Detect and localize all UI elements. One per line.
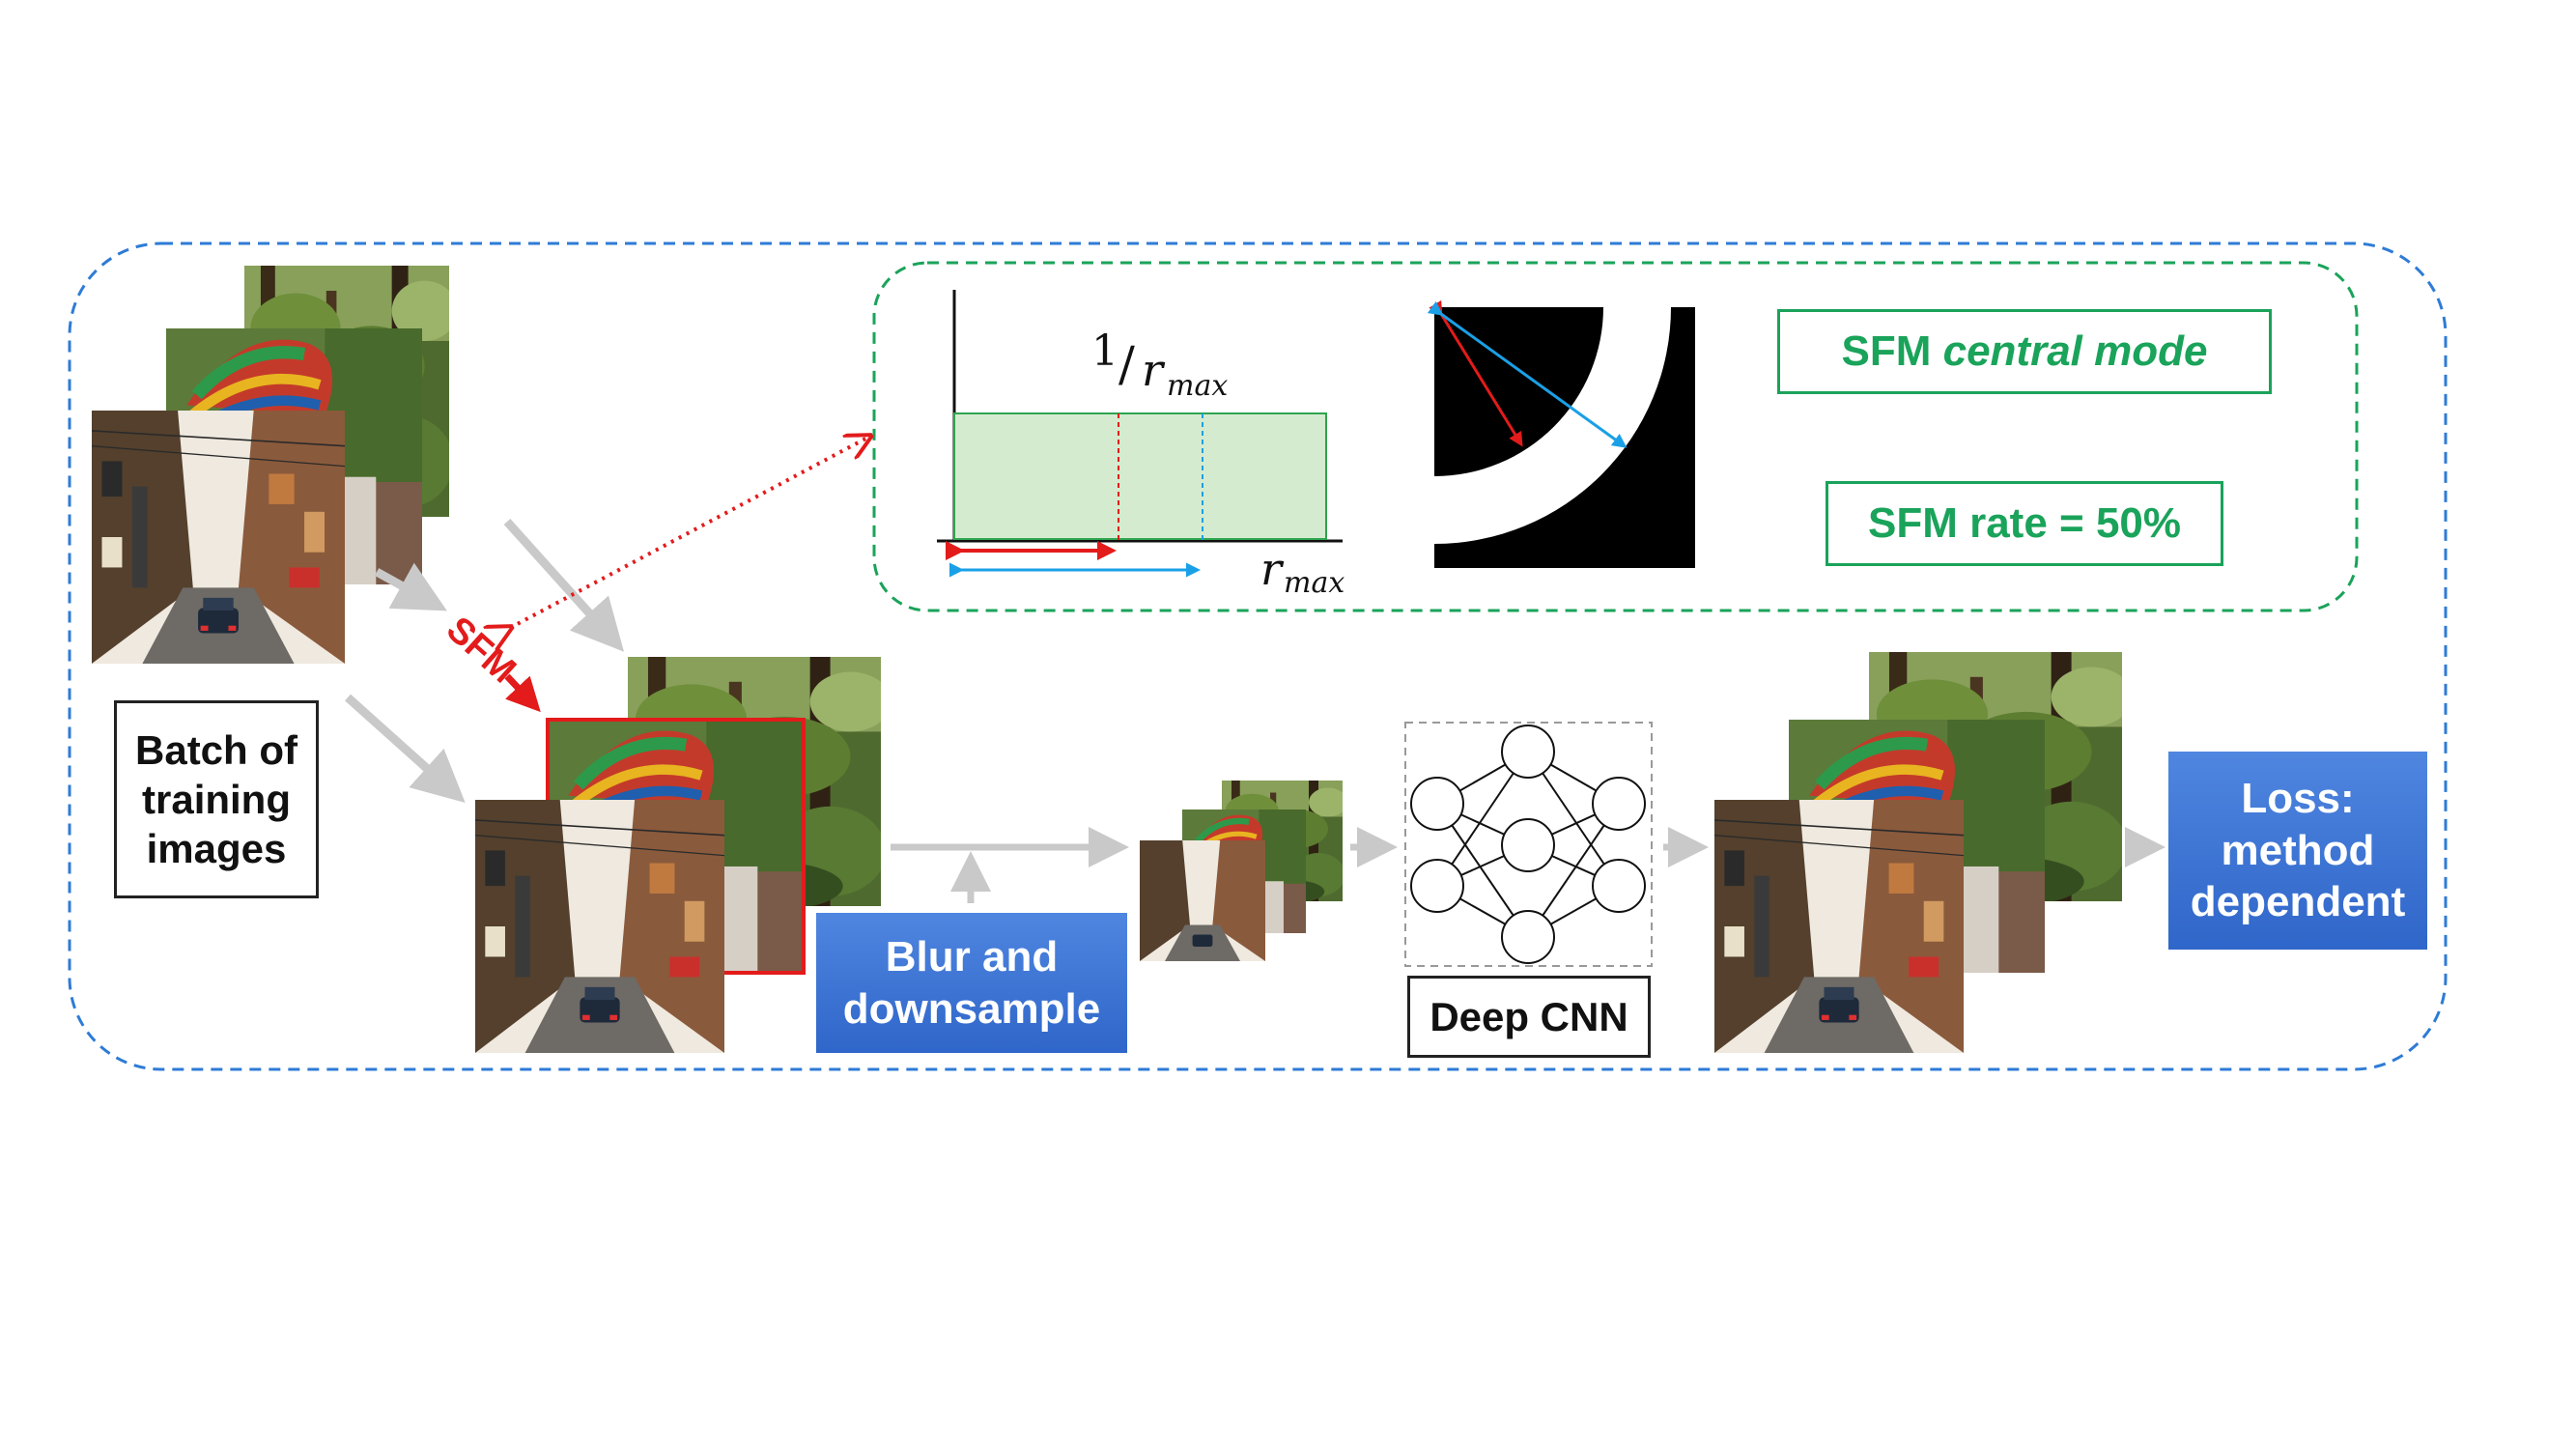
augmented-batch-stack bbox=[475, 657, 881, 1053]
sfm-detail-link-arrow bbox=[510, 437, 869, 628]
sfm-red-arrow bbox=[504, 673, 541, 713]
training-batch-stack bbox=[92, 266, 449, 664]
batch-street-image bbox=[92, 411, 345, 664]
ring-outer-radius-arrow bbox=[1427, 300, 1628, 448]
sfm-mode-italic: central mode bbox=[1942, 327, 2208, 376]
inv-slash: / bbox=[1118, 336, 1135, 392]
batch-label-box: Batch of training images bbox=[114, 700, 319, 898]
mask-passband bbox=[953, 412, 1327, 540]
sfm-rate-box: SFM rate = 50% bbox=[1826, 481, 2223, 566]
sfm-mode-box: SFM central mode bbox=[1777, 309, 2272, 394]
output-stack bbox=[1714, 652, 2122, 1053]
arrow-batch-to-forest bbox=[503, 518, 625, 652]
deep-cnn-label-box: Deep CNN bbox=[1407, 976, 1651, 1058]
inv-numerator: 1 bbox=[1091, 327, 1118, 376]
arrow-batch-to-sfm bbox=[374, 562, 447, 611]
rmax-r: r bbox=[1260, 543, 1282, 595]
blur-downsample-box: Blur and downsample bbox=[816, 913, 1127, 1053]
arrow-batch-to-street bbox=[344, 694, 466, 804]
aug-street-image bbox=[475, 800, 724, 1053]
rmax-axis-label: r max bbox=[1260, 543, 1376, 611]
loss-box: Loss: method dependent bbox=[2168, 752, 2427, 950]
inverse-rmax-label: 1 / r max bbox=[1091, 327, 1246, 404]
ring-mask-image bbox=[1427, 299, 1695, 568]
out-street-image bbox=[1714, 800, 1964, 1053]
inv-r: r bbox=[1142, 344, 1163, 396]
rmax-sub: max bbox=[1284, 566, 1345, 600]
inv-max-sub: max bbox=[1167, 369, 1229, 403]
lowres-stack bbox=[1140, 781, 1343, 961]
frequency-mask-plot bbox=[937, 290, 1343, 578]
neural-network-icon bbox=[1410, 724, 1646, 964]
sfm-mode-prefix: SFM bbox=[1841, 327, 1943, 376]
cnn-frame bbox=[1404, 722, 1653, 967]
outer-pipeline-frame bbox=[68, 242, 2448, 1071]
lowres-street-image bbox=[1140, 840, 1265, 961]
